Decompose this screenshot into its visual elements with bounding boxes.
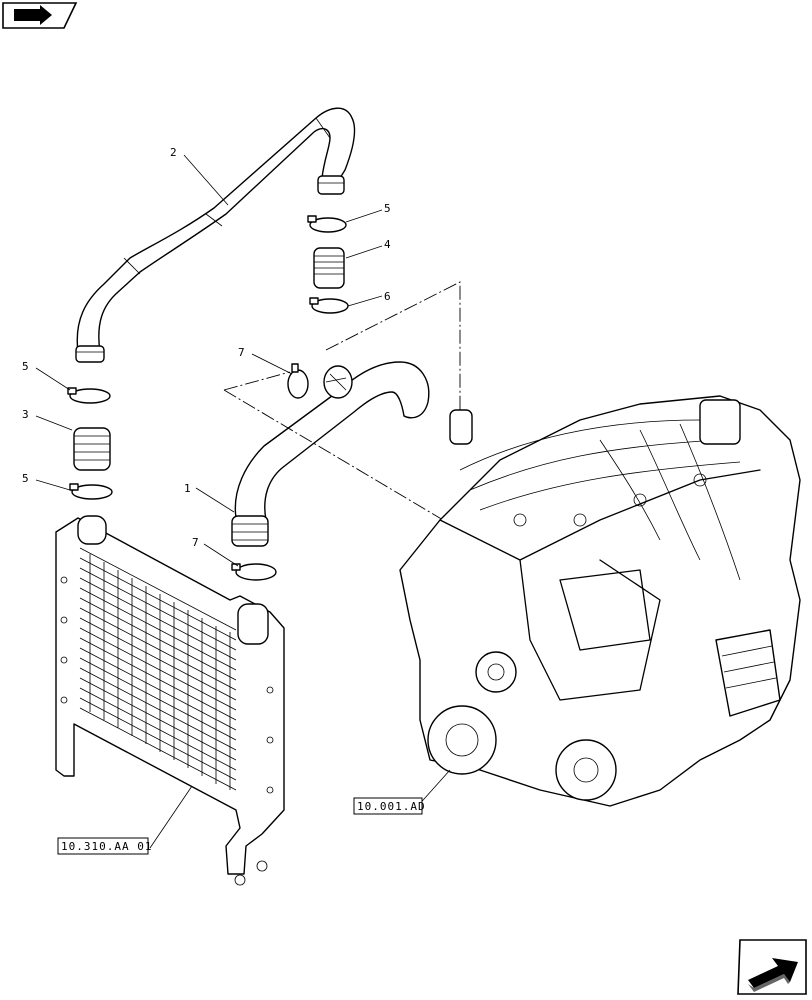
- alignment-line: [325, 281, 461, 420]
- book-arrow-icon[interactable]: [2, 2, 78, 29]
- clamp-6: [309, 297, 349, 314]
- reference-box-engine[interactable]: 10.001.AD: [353, 797, 426, 815]
- callout-label[interactable]: 6: [384, 290, 391, 303]
- callout-label[interactable]: 4: [384, 238, 391, 251]
- sleeve-4: [313, 247, 345, 289]
- clamp-left-top-5: [67, 387, 111, 404]
- hose-upper: [75, 107, 356, 363]
- intercooler-core: [79, 547, 237, 791]
- clamp-7-bottom: [231, 563, 277, 581]
- clamp-7-top: [287, 363, 309, 399]
- reference-box-intercooler[interactable]: 10.310.AA 01: [57, 837, 152, 855]
- callout-label[interactable]: 7: [238, 346, 245, 359]
- callout-label[interactable]: 5: [22, 472, 29, 485]
- callout-label[interactable]: 2: [170, 146, 177, 159]
- next-page-arrow-icon[interactable]: [737, 939, 807, 995]
- callout-label[interactable]: 7: [192, 536, 199, 549]
- sleeve-3: [73, 427, 111, 471]
- callout-label[interactable]: 1: [184, 482, 191, 495]
- hose-lower: [231, 361, 430, 547]
- callout-leaders: [35, 154, 451, 849]
- clamp-upper-5: [307, 215, 347, 233]
- clamp-left-bottom-5: [69, 483, 113, 500]
- reference-label: 10.001.AD: [357, 800, 426, 813]
- callout-label[interactable]: 3: [22, 408, 29, 421]
- callout-label[interactable]: 5: [384, 202, 391, 215]
- engine-assembly: [399, 395, 801, 807]
- alignment-line: [223, 371, 461, 531]
- reference-label: 10.310.AA 01: [61, 840, 152, 853]
- callout-label[interactable]: 5: [22, 360, 29, 373]
- intercooler: [55, 515, 285, 886]
